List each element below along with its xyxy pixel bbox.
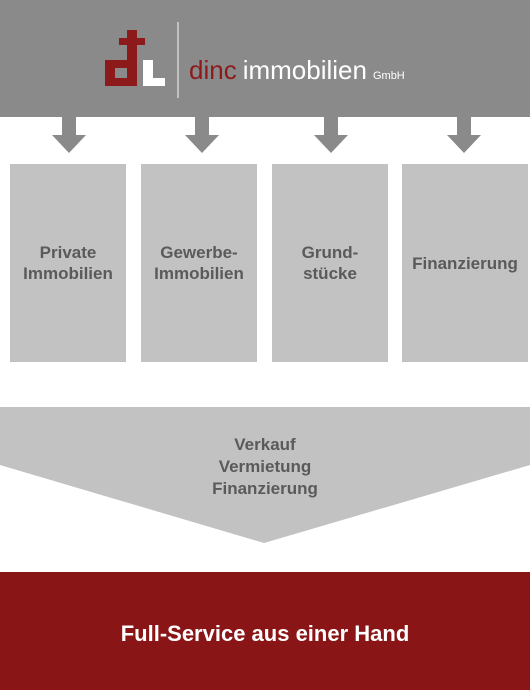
category-label: Gewerbe- Immobilien	[154, 243, 244, 283]
service-item: Finanzierung	[212, 479, 318, 498]
down-arrow-icon	[185, 117, 219, 153]
category-label: Private Immobilien	[23, 243, 113, 283]
footer-banner: Full-Service aus einer Hand	[0, 572, 530, 690]
category-box-financing: Finanzierung	[402, 164, 528, 362]
brand-secondary: immobilien	[242, 55, 367, 85]
logo-divider	[177, 22, 179, 98]
category-box-commercial: Gewerbe- Immobilien	[141, 164, 257, 362]
category-box-private: Private Immobilien	[10, 164, 126, 362]
brand-primary: dinc	[189, 55, 237, 85]
service-item: Verkauf	[234, 435, 296, 454]
down-arrow-icon	[52, 117, 86, 153]
category-box-land: Grund- stücke	[272, 164, 388, 362]
footer-slogan: Full-Service aus einer Hand	[120, 621, 410, 646]
funnel-shape	[0, 407, 530, 543]
down-arrow-icon	[314, 117, 348, 153]
brand-suffix: GmbH	[372, 70, 405, 82]
category-label: Finanzierung	[412, 253, 518, 273]
company-logo-icon	[105, 30, 165, 86]
service-item: Vermietung	[218, 457, 312, 476]
category-label: Grund- stücke	[301, 243, 359, 283]
funnel-services: Verkauf Vermietung Finanzierung	[0, 434, 530, 500]
down-arrow-icon	[447, 117, 481, 153]
